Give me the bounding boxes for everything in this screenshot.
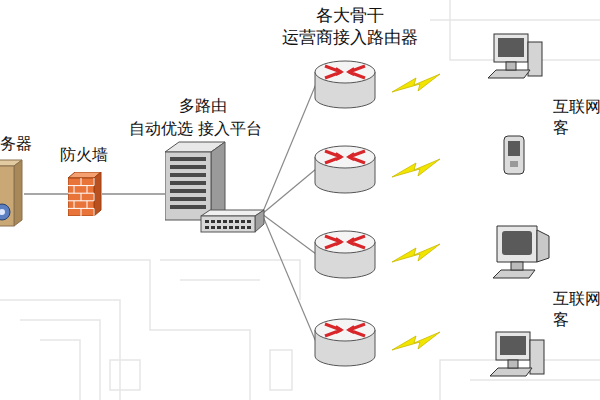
router-links	[262, 84, 316, 342]
device-label: 多路由	[179, 96, 227, 116]
routers	[315, 61, 375, 366]
clients	[488, 34, 549, 376]
device-label: 务器	[0, 134, 32, 154]
device-node: 防火墙	[68, 172, 102, 216]
cable-line	[102, 193, 165, 194]
cable-line	[24, 193, 68, 194]
client-label: 互联网 客	[553, 97, 600, 139]
device-node: 多路由自动优选 接入平台	[165, 140, 265, 235]
device-icon	[0, 158, 24, 228]
wireless-links	[392, 74, 440, 350]
device-icon	[165, 140, 265, 235]
router-heading: 各大骨干 运营商接入路由器	[272, 4, 428, 48]
device-label: 防火墙	[60, 145, 108, 165]
client-label: 互联网 客	[553, 289, 600, 331]
device-label: 自动优选 接入平台	[129, 119, 262, 139]
device-icon	[68, 172, 102, 216]
device-node: 务器	[0, 158, 24, 228]
